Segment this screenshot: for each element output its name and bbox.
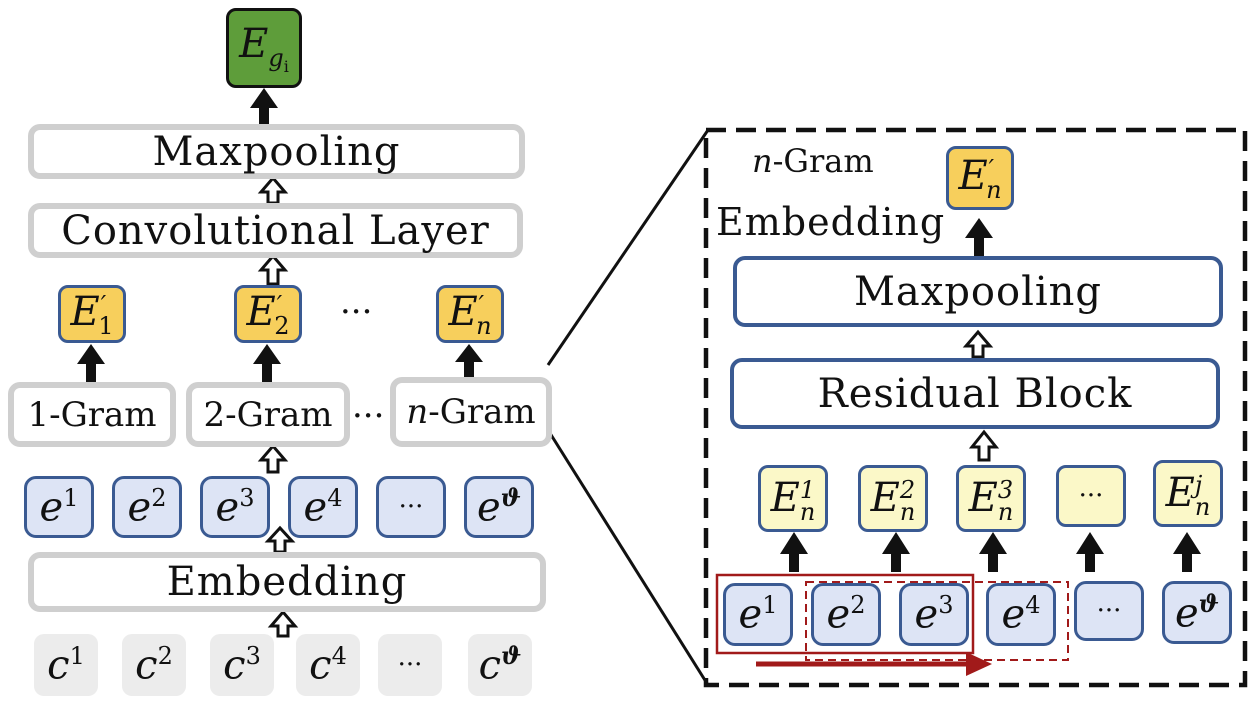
window-solid	[715, 573, 975, 655]
char-2: c2	[122, 634, 186, 696]
maxpooling-label-right: Maxpooling	[853, 268, 1103, 315]
char-last: cϑ	[468, 634, 532, 696]
gram-block-1: 1-Gram	[8, 382, 176, 447]
output-embedding-label: Egi	[239, 20, 289, 76]
zoom-frame	[703, 127, 1248, 688]
slide-arrow-head	[966, 652, 992, 676]
arrow-res-to-max	[962, 329, 994, 359]
arrow-conv-to-max	[257, 175, 289, 205]
arrow-tok-to-2gram	[257, 443, 289, 474]
hollow-arrows-right	[962, 329, 1000, 462]
arrow-emb-to-conv	[257, 253, 289, 286]
arrow-max-to-output	[965, 218, 993, 256]
gram-label-2: 2-Gram	[203, 394, 333, 435]
token-right-ellipsis: ···	[1074, 581, 1144, 641]
token-right-last: eϑ	[1162, 581, 1232, 644]
token-left-2: e2	[112, 476, 182, 538]
arrow-emb-to-tok	[264, 525, 296, 554]
gram-ellipsis: ···	[352, 396, 385, 436]
solid-arrows-left	[77, 88, 483, 382]
token-left-last: eϑ	[464, 476, 534, 538]
token-left-ellipsis: ···	[376, 476, 446, 538]
token-right-4: e4	[986, 583, 1056, 646]
solid-arrows-right	[780, 218, 1201, 572]
char-1: c1	[34, 634, 98, 696]
char-4: c4	[296, 634, 360, 696]
token-right-2: e2	[811, 583, 881, 646]
maxpooling-block-left: Maxpooling	[28, 124, 525, 179]
window-dashed	[805, 581, 1069, 661]
arrow-1gram-up	[77, 344, 105, 382]
ngram-embedding-2: E′2	[234, 285, 302, 343]
char-3: c3	[210, 634, 274, 696]
arrow-ngram-up	[455, 344, 483, 378]
zoom-line-top	[546, 129, 710, 366]
ngram-embedding-1: E′1	[58, 285, 126, 343]
arrow-win-to-res	[968, 429, 1000, 462]
gram-block-n: n-Gram	[390, 377, 552, 447]
zoom-title-line2: Embedding	[716, 200, 946, 244]
gram-label-1: 1-Gram	[27, 394, 157, 435]
maxpooling-block-right: Maxpooling	[733, 256, 1223, 327]
token-left-4: e4	[288, 476, 358, 538]
conv-layer-block: Convolutional Layer	[28, 203, 523, 258]
embedding-label-left: Embedding	[166, 559, 408, 605]
ngram-output-node: E′n	[946, 146, 1014, 210]
embedding-block-left: Embedding	[28, 552, 546, 612]
output-embedding-node: Egi	[226, 8, 302, 88]
window-output-ellipsis: ···	[1056, 465, 1126, 527]
gram-label-n: n-Gram	[406, 392, 536, 432]
residual-label: Residual Block	[817, 370, 1133, 417]
arrow-char-to-emb	[267, 609, 299, 638]
arrow-to-output	[250, 88, 278, 124]
maxpooling-label-left: Maxpooling	[152, 128, 401, 175]
token-left-1: e1	[24, 476, 94, 538]
ngram-embedding-n: E′n	[436, 285, 504, 343]
token-right-1: e1	[723, 583, 793, 646]
gram-block-2: 2-Gram	[186, 382, 350, 447]
ngram-embeddings-ellipsis: ···	[340, 292, 373, 332]
zoom-title-line1: n-Gram	[752, 142, 874, 180]
hollow-arrows-left	[257, 175, 299, 638]
zoom-line-bottom	[546, 429, 710, 686]
arrow-2gram-up	[253, 344, 281, 382]
residual-block: Residual Block	[730, 358, 1220, 429]
char-ellipsis: ···	[378, 634, 442, 696]
conv-layer-label: Convolutional Layer	[61, 207, 490, 254]
token-right-3: e3	[899, 583, 969, 646]
token-left-3: e3	[200, 476, 270, 538]
